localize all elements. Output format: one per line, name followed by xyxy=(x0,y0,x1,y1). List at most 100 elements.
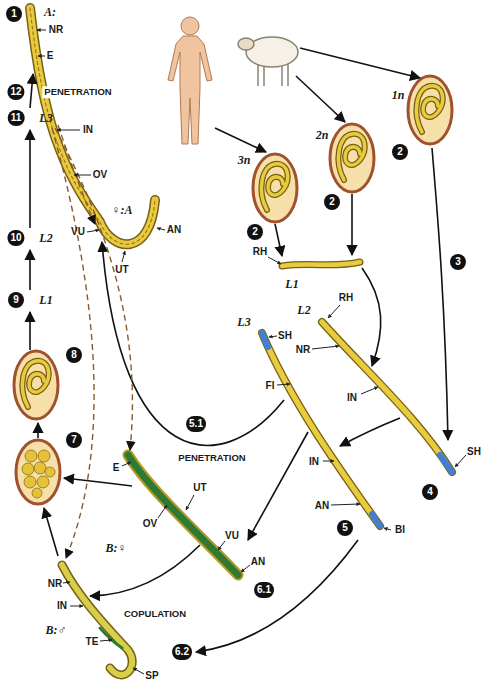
leader-line xyxy=(328,305,340,318)
second-stage-larva xyxy=(322,322,452,472)
callout-number: 2 xyxy=(392,144,408,160)
worm-gut xyxy=(30,8,155,244)
callout-number: 4 xyxy=(422,484,438,500)
part-label: RH xyxy=(253,247,267,257)
stage-label: L3 xyxy=(237,316,250,328)
cycle-arrow xyxy=(29,250,31,290)
cycle-arrow xyxy=(300,48,420,78)
part-label: AN xyxy=(315,501,329,511)
stage-label: L2 xyxy=(297,304,310,316)
leader-line xyxy=(277,384,290,385)
worm-outline xyxy=(30,8,155,244)
free-living-female-worm xyxy=(128,455,238,575)
part-label: IN xyxy=(309,457,319,467)
cycle-arrow xyxy=(362,268,381,366)
leader-line xyxy=(133,668,144,674)
egg-cell xyxy=(22,463,34,475)
part-label: VU xyxy=(225,531,239,541)
callout-number: 7 xyxy=(66,432,82,448)
leader-line xyxy=(122,462,131,466)
stage-label: 3n xyxy=(238,154,251,166)
cycle-arrow xyxy=(29,130,31,228)
leader-line xyxy=(384,528,391,530)
parasitic-female-worm xyxy=(30,8,155,244)
callout-number: 2 xyxy=(324,194,340,210)
worm-body xyxy=(322,322,452,472)
egg xyxy=(330,124,374,192)
leader-line xyxy=(269,336,277,337)
part-label: AN xyxy=(251,557,265,567)
worm-body xyxy=(262,333,380,526)
leader-line xyxy=(158,505,167,518)
cycle-arrow xyxy=(296,76,345,122)
part-label: AN xyxy=(167,225,181,235)
larva-sheath xyxy=(372,514,380,526)
cycle-arrow xyxy=(340,418,400,446)
egg xyxy=(14,351,58,419)
worm-outline xyxy=(62,565,132,675)
stage-label: ♀:A xyxy=(112,204,133,216)
cycle-arrow xyxy=(196,540,358,652)
stage-label: 2n xyxy=(316,129,329,141)
part-label: RH xyxy=(339,293,353,303)
worm-outline xyxy=(322,322,452,472)
sheep-leg xyxy=(257,64,259,86)
filariform-larva xyxy=(262,333,380,526)
part-label: OV xyxy=(93,170,107,180)
egg-cell xyxy=(25,450,37,462)
callout-number: 3 xyxy=(450,254,466,270)
sheep-leg xyxy=(263,65,265,86)
part-label: IN xyxy=(57,601,67,611)
callout-number: 1 xyxy=(6,6,22,22)
part-label: BI xyxy=(395,525,405,535)
leader-line xyxy=(241,565,250,572)
larva-sheath xyxy=(440,455,452,472)
worm-outline xyxy=(262,333,380,526)
testis xyxy=(100,628,122,648)
worm-body xyxy=(128,455,238,575)
part-label: SP xyxy=(145,671,158,681)
egg xyxy=(408,76,452,144)
cycle-arrow xyxy=(275,224,282,256)
leader-line xyxy=(63,582,70,583)
stage-label: B:♂ xyxy=(46,624,67,636)
cycle-arrow xyxy=(248,432,308,540)
stage-label: L3 xyxy=(39,112,52,124)
part-label: E xyxy=(47,51,54,61)
leader-line xyxy=(268,257,281,264)
stage-label: L1 xyxy=(39,294,52,306)
rhabditiform-larva xyxy=(282,262,360,266)
cycle-arrow xyxy=(215,128,266,152)
callout-number: 8 xyxy=(66,347,82,363)
part-label: UT xyxy=(193,483,206,493)
part-label: IN xyxy=(347,393,357,403)
part-label: NR xyxy=(296,345,310,355)
leader-line xyxy=(37,30,46,31)
callout-number: 10 xyxy=(7,230,24,246)
sheep-head xyxy=(238,38,254,50)
penetration-arrow xyxy=(102,242,284,445)
morula-egg xyxy=(16,440,60,504)
process-label: PENETRATION xyxy=(176,452,247,464)
free-living-male-worm xyxy=(62,565,132,675)
callout-number: 6.1 xyxy=(254,582,274,598)
leader-line xyxy=(100,640,112,641)
cycle-arrow xyxy=(29,312,31,350)
callout-number: 5 xyxy=(337,520,353,536)
egg-cell xyxy=(38,450,50,462)
part-label: E xyxy=(113,463,120,473)
cycle-arrow xyxy=(44,508,58,556)
part-label: NR xyxy=(49,25,63,35)
callout-number: 9 xyxy=(8,292,24,308)
leader-line xyxy=(218,541,225,550)
stage-label: B:♀ xyxy=(106,542,127,554)
leader-line xyxy=(122,251,125,262)
leader-line xyxy=(331,504,360,505)
part-label: NR xyxy=(48,579,62,589)
egg-cell xyxy=(37,476,49,488)
stage-label: L2 xyxy=(39,232,52,244)
process-label: COPULATION xyxy=(122,608,188,620)
cycle-arrow xyxy=(351,194,353,255)
